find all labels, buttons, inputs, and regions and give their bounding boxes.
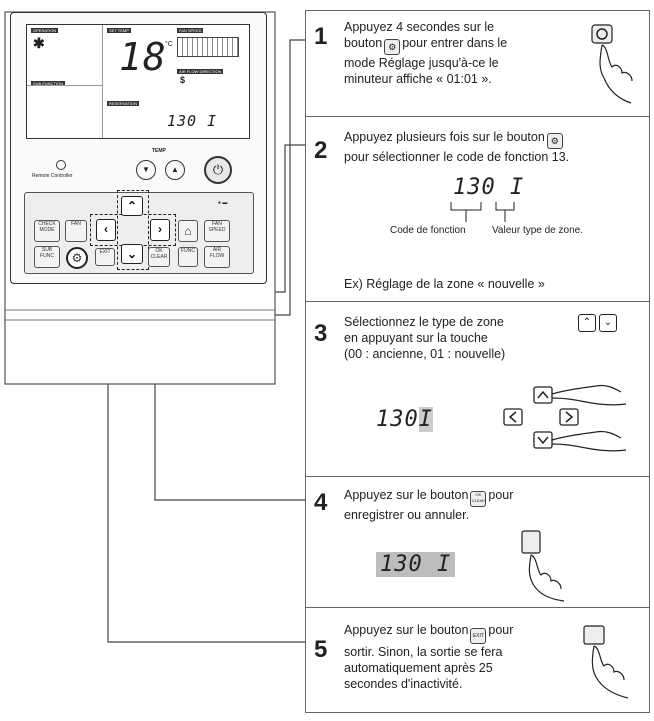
step-1-line-e: minuteur affiche « 01:01 ». (344, 72, 492, 86)
step-3-arrow-cluster (496, 384, 646, 474)
step-2-line-b: pour sélectionner le code de fonction 13… (344, 150, 570, 164)
lcd-label-sub-function: SUB FUNCTION (31, 81, 65, 86)
step-1-line-c: pour entrer dans le (402, 36, 508, 50)
step-2-label-code: Code de fonction (390, 225, 466, 236)
sub-func-button[interactable]: SUB FUNC (34, 246, 60, 268)
lcd-label-reservation: RESERVATION (107, 101, 140, 106)
step-4-number: 4 (314, 489, 328, 516)
step-1-line-a: Appuyez 4 secondes sur le (344, 20, 495, 34)
step-2-text: Appuyez plusieurs fois sur le bouton⚙ po… (344, 129, 644, 165)
exit-button[interactable]: EXIT (95, 248, 115, 266)
step-3-display: 130I (376, 407, 433, 432)
step-1-number: 1 (314, 23, 328, 50)
step-3-number: 3 (314, 320, 328, 347)
step-3-line-b: en appuyant sur la touche (344, 331, 488, 345)
step-1-panel: 1 Appuyez 4 secondes sur le bouton⚙pour … (305, 10, 650, 117)
step-5-line-d: automatiquement après 25 (344, 661, 493, 675)
step-1-hand-illustration (586, 23, 641, 113)
step-1-line-b: bouton (344, 36, 383, 50)
step-2-display: 130 I (453, 175, 525, 200)
step-2-panel: 2 Appuyez plusieurs fois sur le bouton⚙ … (305, 116, 650, 302)
gear-icon: ⚙ (384, 39, 401, 55)
step-4-hand-illustration (516, 529, 576, 609)
step-1-text: Appuyez 4 secondes sur le bouton⚙pour en… (344, 19, 574, 87)
step-3-panel: 3 Sélectionnez le type de zone en appuya… (305, 301, 650, 477)
step-4-display: 130 I (376, 552, 456, 577)
function-button[interactable]: FUNC (178, 247, 198, 267)
step-5-line-c: sortir. Sinon, la sortie se fera (344, 645, 503, 659)
step-3-text: Sélectionnez le type de zone en appuyant… (344, 314, 574, 362)
exit-icon: EXIT (470, 628, 487, 644)
step-4-line-c: enregistrer ou annuler. (344, 508, 470, 522)
hand-press-exit-icon (583, 625, 629, 699)
sensor-label: Remote Controller (32, 173, 73, 179)
lcd-divider-h (27, 85, 102, 86)
step-3-line-a: Sélectionnez le type de zone (344, 315, 504, 329)
right-arrow-button[interactable]: › (150, 219, 170, 241)
home-button[interactable]: ⌂ (178, 220, 198, 242)
fan-speed-bars-icon (177, 37, 239, 57)
sensor-indicator (56, 160, 66, 170)
fan-speed-button[interactable]: FAN SPEED (204, 220, 230, 242)
leader-line-step5 (107, 268, 305, 643)
snow-icon: ✱ (33, 35, 45, 51)
arrow-highlight-vertical (117, 190, 149, 270)
left-arrow-button[interactable]: ‹ (96, 219, 116, 241)
lcd-label-operation: OPERATION (31, 28, 59, 33)
step-3-line-c: (00 : ancienne, 01 : nouvelle) (344, 347, 506, 361)
step-4-line-b: pour (488, 488, 514, 502)
settings-button[interactable]: ⚙ (66, 247, 88, 269)
ok-clear-button[interactable]: OK CLEAR (148, 247, 170, 267)
hand-press-icon (591, 24, 633, 104)
lcd-label-air-flow: AIR FLOW DIRECTION (177, 69, 224, 74)
hand-press-ok-icon (521, 530, 565, 602)
step-3-up-icon: ⌃ (578, 314, 596, 332)
step-5-hand-illustration (578, 624, 638, 709)
step-2-label-value: Valeur type de zone. (492, 225, 583, 236)
step-5-line-e: secondes d'inactivité. (344, 677, 463, 691)
up-arrow-button[interactable]: ⌃ (121, 196, 143, 216)
temp-unit: °C (165, 41, 173, 48)
lcd-label-fan-speed: FAN SPEED (177, 28, 204, 33)
lcd-screen: OPERATION ✱ SET TEMP 18 °C FAN SPEED AIR… (26, 24, 250, 139)
step-2-line-a: Appuyez plusieurs fois sur le bouton (344, 130, 545, 144)
step-3-down-icon: ⌄ (599, 314, 617, 332)
air-flow-button[interactable]: AIR FLOW (204, 246, 230, 268)
temp-display: 18 (119, 35, 167, 79)
step-3-display-blink: I (418, 407, 433, 432)
step-5-line-a: Appuyez sur le bouton (344, 623, 469, 637)
step-2-example: Ex) Réglage de la zone « nouvelle » (344, 277, 545, 291)
step-3-hand-arrows-icon (503, 384, 627, 452)
step-3-display-main: 130 (376, 407, 419, 432)
ok-clear-icon: OK CLEAR (470, 491, 487, 507)
step-2-number: 2 (314, 137, 328, 164)
down-arrow-button[interactable]: ⌄ (121, 244, 143, 264)
gear-icon: ⚙ (546, 133, 563, 149)
panel-indicator: ● ▬ (218, 200, 228, 206)
lcd-label-set-temp: SET TEMP (107, 28, 131, 33)
lcd-divider-v (102, 25, 103, 138)
reservation-display: 130 I (167, 112, 218, 130)
step-4-line-a: Appuyez sur le bouton (344, 488, 469, 502)
step-2-brackets (450, 202, 515, 222)
step-5-number: 5 (314, 636, 328, 663)
fan-button[interactable]: FAN (65, 220, 87, 242)
temp-down-button[interactable]: ▼ (136, 160, 156, 180)
temp-up-button[interactable]: ▲ (165, 160, 185, 180)
step-1-line-d: mode Réglage jusqu'à-ce le (344, 56, 499, 70)
check-mode-button[interactable]: CHECK MODE (34, 220, 60, 242)
air-flow-icon: $ (180, 75, 186, 85)
step-5-line-b: pour (488, 623, 514, 637)
temp-label: TEMP (152, 148, 166, 154)
power-button[interactable]: ⏻ (204, 156, 232, 184)
